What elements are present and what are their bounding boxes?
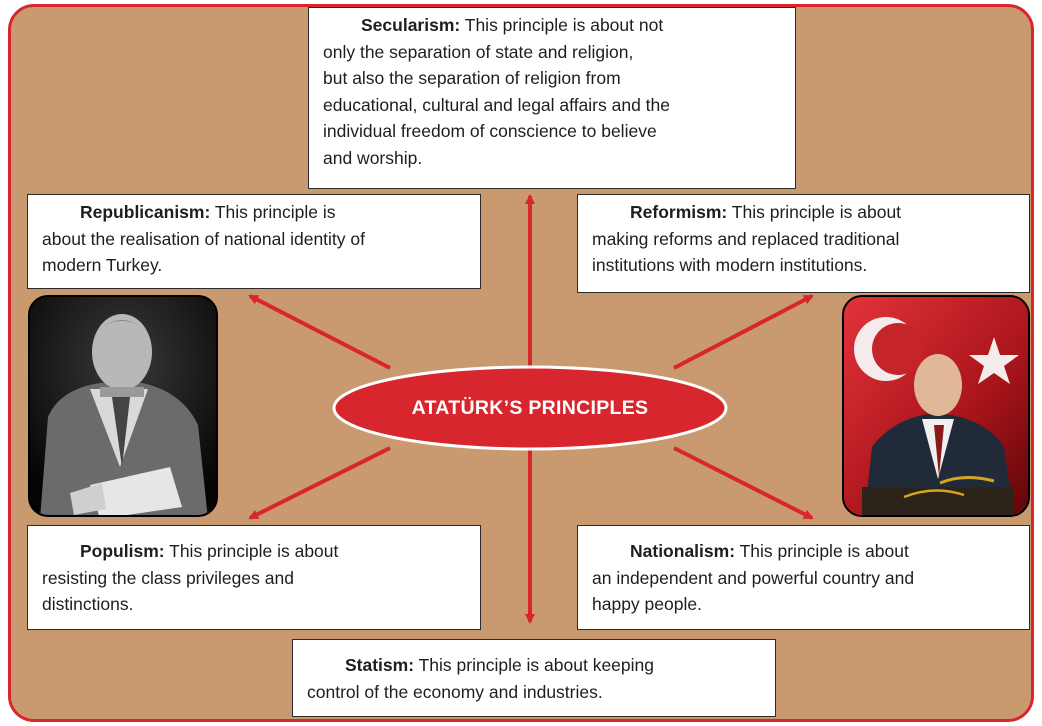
secularism-box: Secularism: This principle is about not … bbox=[308, 7, 796, 189]
portrait-illustration-right bbox=[844, 297, 1028, 515]
arrow-to-reformism bbox=[673, 294, 814, 370]
republicanism-title: Republicanism: bbox=[80, 202, 211, 222]
statism-title: Statism: bbox=[345, 655, 415, 675]
reformism-text: This principle is about making reforms a… bbox=[592, 202, 902, 275]
portrait-photo-right bbox=[842, 295, 1030, 517]
populism-text: This principle is about resisting the cl… bbox=[42, 541, 339, 614]
populism-box: Populism: This principle is about resist… bbox=[27, 525, 481, 630]
center-ellipse bbox=[332, 365, 728, 451]
statism-text: This principle is about keeping control … bbox=[307, 655, 655, 702]
nationalism-box: Nationalism: This principle is about an … bbox=[577, 525, 1030, 630]
republicanism-text: This principle is about the realisation … bbox=[42, 202, 365, 275]
secularism-text: This principle is about not only the sep… bbox=[323, 15, 671, 168]
arrow-to-nationalism bbox=[673, 446, 814, 520]
nationalism-title: Nationalism: bbox=[630, 541, 736, 561]
portrait-illustration-left bbox=[30, 297, 216, 515]
arrow-to-populism bbox=[248, 446, 391, 520]
populism-title: Populism: bbox=[80, 541, 165, 561]
portrait-photo-left bbox=[28, 295, 218, 517]
reformism-box: Reformism: This principle is about makin… bbox=[577, 194, 1030, 293]
center-label: ATATÜRK’S PRINCIPLES bbox=[411, 396, 649, 419]
statism-box: Statism: This principle is about keeping… bbox=[292, 639, 776, 717]
arrow-to-republicanism bbox=[248, 294, 391, 370]
secularism-title: Secularism: bbox=[361, 15, 461, 35]
star-icon bbox=[969, 337, 1019, 384]
nationalism-text: This principle is about an independent a… bbox=[592, 541, 915, 614]
republicanism-box: Republicanism: This principle is about t… bbox=[27, 194, 481, 289]
reformism-title: Reformism: bbox=[630, 202, 728, 222]
